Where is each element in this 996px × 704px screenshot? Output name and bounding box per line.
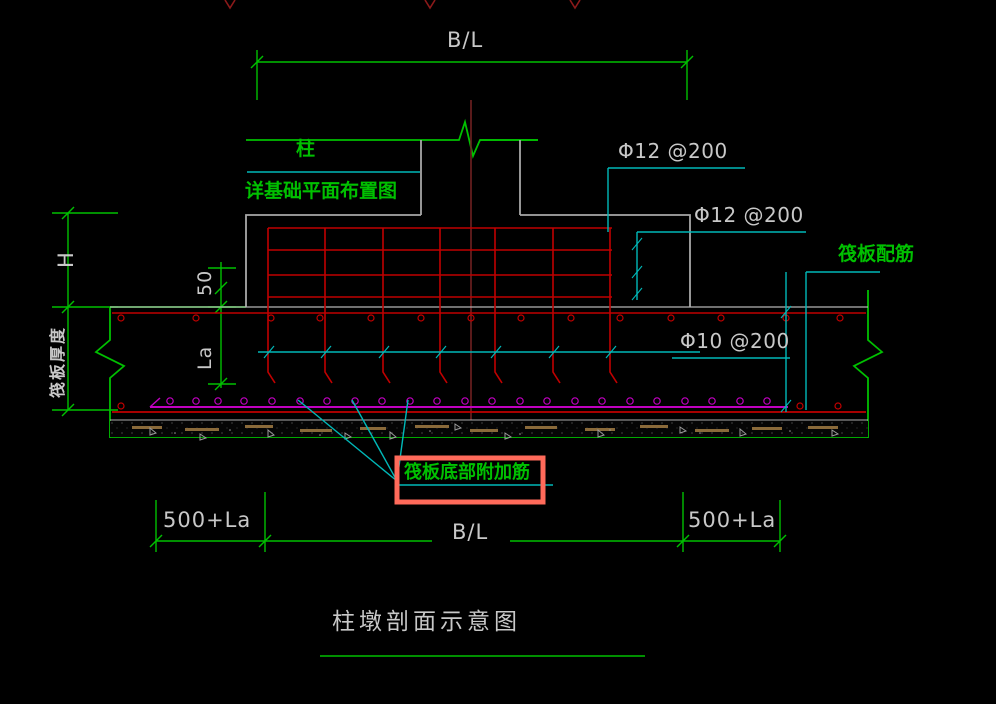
left-dimension-H	[52, 206, 118, 417]
cover-dimension-label: 50	[194, 269, 216, 296]
bottom-additional-rebar-magenta	[149, 397, 788, 408]
left-extension-label: 500+La	[163, 508, 252, 532]
column-label: 柱	[296, 138, 316, 160]
cyan-through-bar	[258, 345, 700, 359]
top-rebar-hook-marks	[224, 0, 581, 10]
height-dimension-label: H	[54, 251, 78, 268]
bottom-dimension-500La-left	[149, 492, 272, 552]
right-extension-label: 500+La	[688, 508, 777, 532]
cyan-leader-lines	[247, 167, 880, 486]
pedestal-rebar-grid-red	[112, 227, 866, 384]
anchorage-dimension-label: La	[194, 345, 216, 370]
bottom-dimension-label: B/L	[452, 520, 489, 544]
pedestal-side-rebar-label: Φ12 @200	[694, 203, 804, 227]
foundation-plan-label: 详基础平面布置图	[245, 180, 398, 202]
slab-rebar-label: Φ10 @200	[680, 329, 790, 353]
rebar-section-circles-top	[117, 314, 844, 322]
pedestal-column-outline	[110, 140, 868, 308]
bottom-dimension-500La-right	[676, 492, 787, 552]
bottom-rebar-red	[112, 402, 866, 413]
pedestal-top-green-line	[246, 118, 538, 159]
bottom-additional-rebar-label: 筏板底部附加筋	[404, 462, 530, 483]
top-dimension-label: B/L	[447, 28, 484, 52]
top-dimension-line	[250, 50, 694, 100]
highlight-box[interactable]	[394, 455, 546, 505]
concrete-cushion-layer	[110, 421, 868, 441]
vertical-rebar-with-hooks	[267, 228, 618, 384]
drawing-title: 柱墩剖面示意图	[332, 609, 521, 635]
raft-reinforcement-label: 筏板配筋	[838, 243, 915, 265]
slab-thickness-label: 筏板厚度	[48, 325, 67, 398]
pedestal-top-rebar-label: Φ12 @200	[618, 139, 728, 163]
